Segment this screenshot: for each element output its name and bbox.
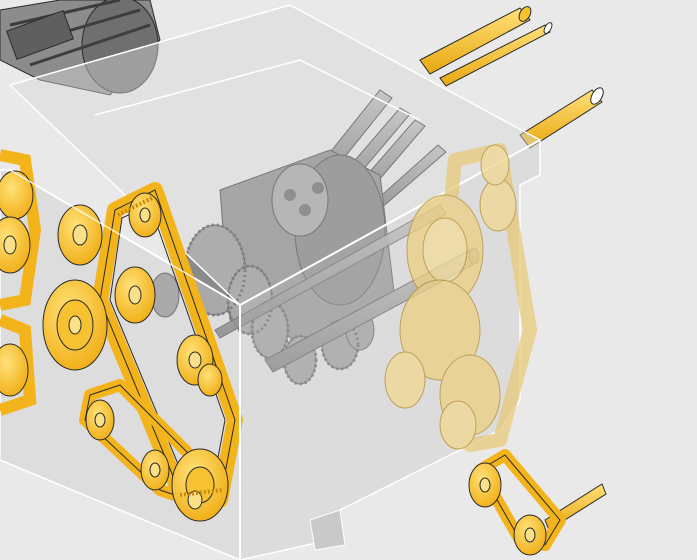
front-belt-drive <box>0 149 243 522</box>
rear-belt-drive <box>384 143 537 452</box>
housing-front-edge <box>9 169 241 560</box>
lower-right-belt <box>468 449 566 556</box>
top-rods <box>419 6 604 149</box>
